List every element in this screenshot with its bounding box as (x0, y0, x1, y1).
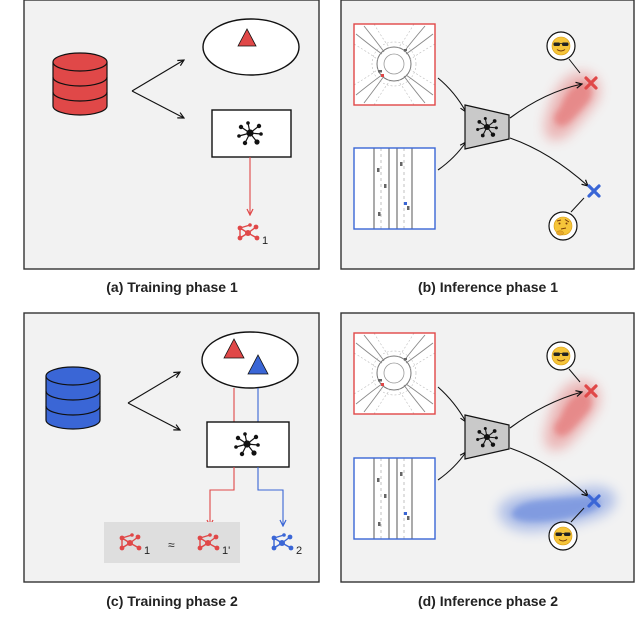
model-1-label: 1 (262, 235, 268, 247)
task-ellipse (202, 18, 300, 76)
caption-d: (d) Inference phase 2 (417, 593, 559, 609)
highway-map (353, 457, 436, 540)
model-1-prime-label: 1' (222, 545, 230, 557)
cross-icon (584, 384, 598, 398)
task-ellipse (201, 331, 299, 389)
triangle-icon (237, 28, 257, 47)
thinking-emoji-icon (548, 211, 578, 241)
sunglasses-emoji-icon (546, 341, 576, 371)
model-2-label: 2 (296, 545, 302, 557)
caption-a: (a) Training phase 1 (106, 279, 238, 295)
caption-c: (c) Training phase 2 (106, 593, 238, 609)
sunglasses-emoji-icon (548, 521, 578, 551)
highway-map (353, 147, 436, 230)
caption-b: (b) Inference phase 1 (417, 279, 559, 295)
blue-distribution (498, 486, 616, 532)
model-1-label: 1 (144, 545, 150, 557)
database-icon (45, 366, 101, 430)
panel-training-phase-1: 1 (23, 0, 320, 270)
roundabout-map (353, 332, 436, 415)
cross-icon (587, 184, 601, 198)
cross-icon (584, 76, 598, 90)
panel-inference-phase-2 (340, 312, 635, 583)
approx-symbol: ≈ (168, 538, 175, 552)
comparison-box (104, 522, 240, 563)
database-icon (52, 52, 108, 116)
sunglasses-emoji-icon (546, 31, 576, 61)
panel-training-phase-2: 1 ≈ 1' 2 (23, 312, 320, 583)
roundabout-map (353, 23, 436, 106)
triangle-icon (247, 354, 269, 375)
triangle-icon (223, 338, 245, 359)
cross-icon (587, 494, 601, 508)
panel-inference-phase-1 (340, 0, 635, 270)
